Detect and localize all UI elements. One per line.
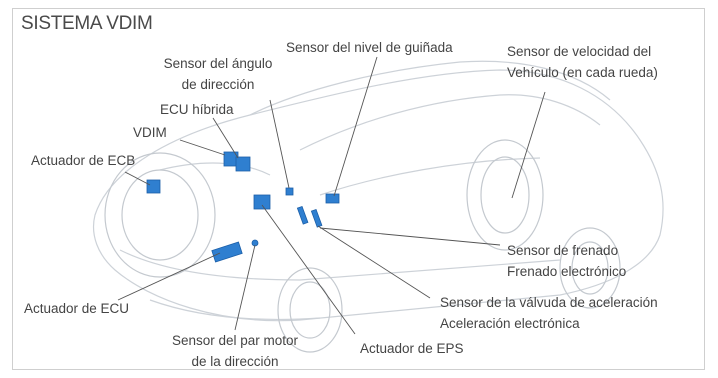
label-sensor-par-line2: de la dirección <box>191 354 279 369</box>
label-vdim: VDIM <box>133 125 167 140</box>
label-sensor-par: Sensor del par motor de la dirección <box>155 330 315 372</box>
label-sensor-valvula: Sensor de la válvuda de aceleración Acel… <box>440 292 658 334</box>
yaw-sensor-unit <box>325 193 340 204</box>
ecb-actuator-unit <box>146 179 161 194</box>
leader-vdim <box>179 139 226 156</box>
label-sensor-frenado: Sensor de frenado Frenado electrónico <box>507 240 626 282</box>
front-left-wheel <box>104 152 216 278</box>
label-sensor-valvula-line1: Sensor de la válvuda de aceleración <box>440 295 658 310</box>
rear-right-wheel <box>559 227 621 309</box>
label-actuador-ecu: Actuador de ECU <box>24 301 130 316</box>
leader-sensor-frenado <box>319 227 501 246</box>
label-sensor-frenado-line2: Frenado electrónico <box>507 264 627 279</box>
label-sensor-angulo-line1: Sensor del ángulo <box>163 56 273 71</box>
label-sensor-par-line1: Sensor del par motor <box>171 333 299 348</box>
label-sensor-velocidad: Sensor de velocidad del Vehículo (en cad… <box>507 41 658 83</box>
label-sensor-guinada: Sensor del nivel de guiñada <box>286 40 453 55</box>
eps-actuator-unit <box>253 194 271 210</box>
label-ecu-hibrida: ECU híbrida <box>160 102 234 117</box>
label-sensor-angulo: Sensor del ángulo de dirección <box>143 53 293 95</box>
leader-sensor-guinada <box>333 56 378 197</box>
diagram-frame: SISTEMA VDIM <box>12 8 705 370</box>
wheels <box>104 139 621 353</box>
leader-actuador-eps <box>261 204 356 335</box>
steering-angle-sensor-unit <box>285 187 294 196</box>
diagram-title: SISTEMA VDIM <box>21 13 153 34</box>
ecu-hibrida-unit <box>235 156 251 172</box>
leader-sensor-angulo <box>269 99 290 189</box>
label-sensor-frenado-line1: Sensor de frenado <box>507 243 619 258</box>
ecu-actuator-unit <box>211 241 243 263</box>
leader-ecu-hibrida <box>212 117 239 159</box>
car-outline <box>92 60 664 322</box>
leader-sensor-par <box>234 244 256 331</box>
leader-sensor-velocidad <box>511 91 546 199</box>
brake-pedal-unit <box>296 205 309 225</box>
label-sensor-velocidad-line1: Sensor de velocidad del <box>507 44 652 59</box>
label-sensor-angulo-line2: de dirección <box>181 77 255 92</box>
label-sensor-valvula-line2: Aceleración electrónica <box>440 316 580 331</box>
throttle-pedal-unit <box>310 208 323 228</box>
leader-actuador-ecu <box>117 252 221 301</box>
rear-left-wheel <box>466 139 544 251</box>
front-right-wheel <box>277 267 343 353</box>
label-sensor-velocidad-line2: Vehículo (en cada rueda) <box>507 65 658 80</box>
leader-sensor-valvula <box>317 225 431 299</box>
label-actuador-eps: Actuador de EPS <box>360 341 464 356</box>
components <box>146 151 340 263</box>
leader-lines <box>117 56 546 335</box>
label-actuador-ecb: Actuador de ECB <box>31 153 136 168</box>
leader-actuador-ecb <box>124 171 151 186</box>
